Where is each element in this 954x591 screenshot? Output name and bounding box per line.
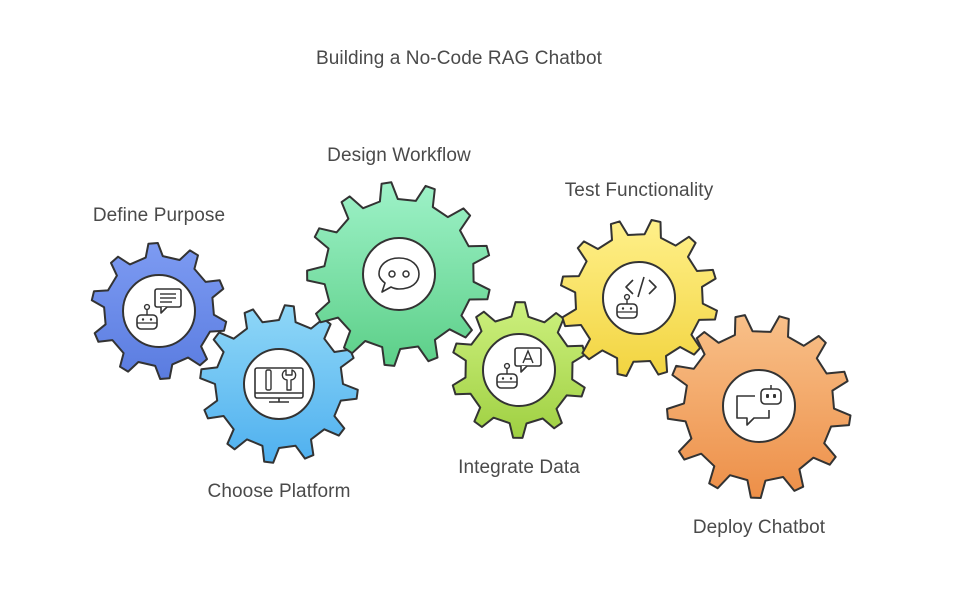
gear-hub-integrate-data — [482, 333, 556, 407]
gear-hub-define-purpose — [122, 274, 196, 348]
gear-hub-design-workflow — [362, 237, 436, 311]
robot-chat-icon — [136, 288, 182, 330]
gear-choose-platform — [199, 304, 359, 464]
step-label-integrate-data: Integrate Data — [458, 457, 580, 478]
robot-translate-icon — [496, 347, 542, 389]
step-label-deploy-chatbot: Deploy Chatbot — [692, 517, 826, 538]
gear-hub-test-functionality — [602, 261, 676, 335]
gear-deploy-chatbot — [666, 314, 852, 499]
gear-hub-choose-platform — [243, 348, 315, 420]
gear-test-functionality — [560, 219, 718, 377]
gear-design-workflow — [306, 181, 491, 367]
step-label-design-workflow: Design Workflow — [327, 145, 471, 166]
gear-integrate-data — [451, 301, 587, 439]
step-label-choose-platform: Choose Platform — [207, 481, 351, 502]
robot-code-icon — [616, 276, 657, 319]
diagram-title: Building a No-Code RAG Chatbot — [315, 48, 603, 69]
gear-hub-deploy-chatbot — [722, 369, 796, 443]
chat-bot-icon — [736, 385, 782, 426]
chat-bubble-icon — [378, 257, 420, 293]
step-label-test-functionality: Test Functionality — [564, 180, 714, 201]
step-label-define-purpose: Define Purpose — [92, 205, 226, 226]
computer-tools-icon — [254, 367, 304, 403]
gear-define-purpose — [90, 242, 228, 380]
